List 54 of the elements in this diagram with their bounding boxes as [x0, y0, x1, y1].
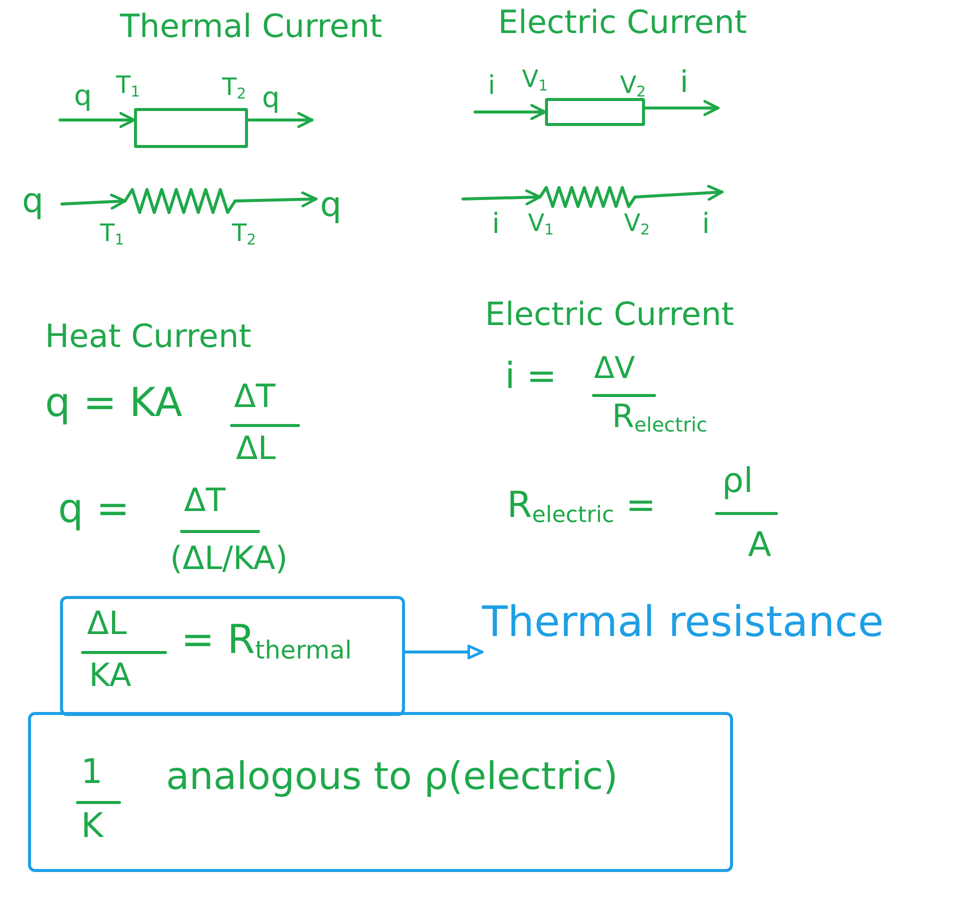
numerator: ΔT: [184, 482, 226, 519]
temperature-label: T$_{1}$: [116, 72, 140, 100]
numerator: 1: [81, 753, 103, 792]
arrow: [234, 191, 318, 208]
denominator: K: [81, 807, 104, 846]
formula-text: R$_{electric}$ =: [507, 485, 656, 526]
edge-label: q: [262, 82, 280, 114]
arrow: [634, 184, 724, 201]
section-heading: Electric Current: [498, 4, 747, 41]
formula-box: [60, 596, 405, 716]
denominator: KA: [89, 657, 132, 694]
edge-label: q: [320, 186, 342, 226]
conductor-block: [134, 108, 248, 148]
voltage-label: V$_{2}$: [624, 210, 650, 238]
formula-text: = R$_{thermal}$: [181, 617, 352, 663]
temperature-label: T$_{2}$: [232, 220, 256, 248]
denominator: A: [748, 526, 772, 566]
annotation-text: Thermal resistance: [482, 598, 884, 646]
arrow: [474, 104, 546, 120]
numerator: ΔL: [87, 605, 127, 642]
edge-label: i: [680, 66, 688, 100]
section-heading: Electric Current: [485, 296, 734, 333]
arrow: [60, 194, 126, 210]
formula-text: q = KA: [45, 380, 182, 426]
formula-text: q =: [58, 486, 130, 532]
arrow: [58, 112, 136, 128]
voltage-label: V$_{2}$: [620, 72, 646, 100]
note-text: analogous to ρ(electric): [166, 755, 618, 799]
conductor-block: [545, 98, 645, 126]
formula-text: i =: [505, 356, 557, 398]
voltage-label: V$_{1}$: [528, 210, 554, 238]
temperature-label: T$_{2}$: [222, 74, 246, 102]
numerator: ρl: [722, 462, 754, 502]
temperature-label: T$_{1}$: [100, 220, 124, 248]
edge-label: q: [74, 80, 92, 112]
arrow: [462, 189, 542, 206]
edge-label: q: [22, 182, 44, 222]
denominator: (ΔL/KA): [170, 540, 288, 577]
denominator: ΔL: [236, 430, 276, 467]
resistor-symbol: [125, 188, 235, 214]
edge-label: i: [492, 208, 500, 240]
edge-label: i: [702, 208, 710, 240]
denominator: R$_{electric}$: [612, 398, 708, 435]
section-heading: Heat Current: [45, 318, 252, 355]
voltage-label: V$_{1}$: [522, 66, 548, 94]
arrow: [644, 100, 720, 116]
edge-label: i: [488, 72, 496, 102]
section-heading: Thermal Current: [120, 8, 382, 45]
numerator: ΔT: [234, 378, 276, 415]
numerator: ΔV: [594, 352, 636, 386]
analogy-box: [28, 712, 733, 872]
resistor-symbol: [540, 186, 635, 208]
arrow: [404, 644, 484, 660]
arrow: [246, 112, 314, 128]
